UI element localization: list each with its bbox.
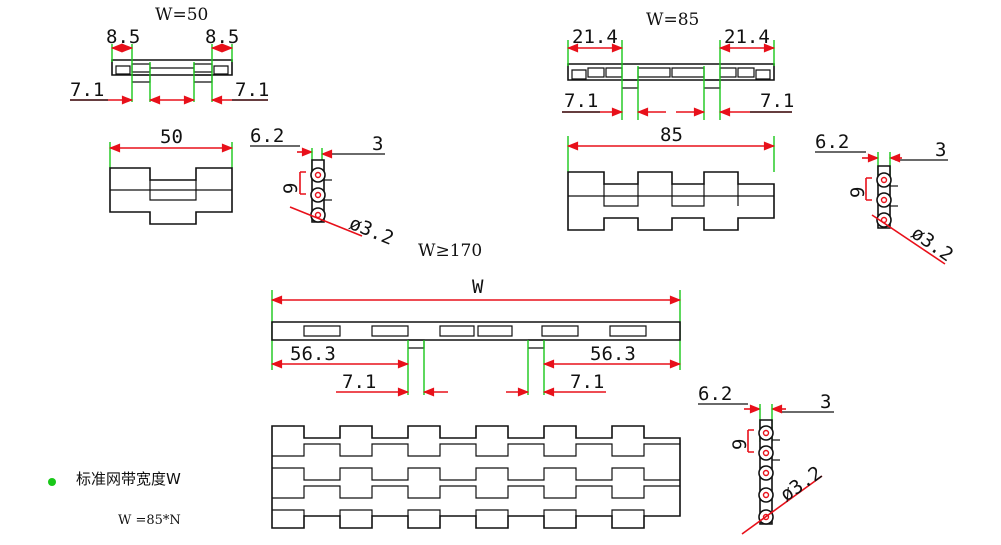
module-w85-dim-right-top: 21.4 [724, 26, 770, 48]
module-w85-dimensions [562, 43, 792, 117]
module-w50-dim-left-top: 8.5 [106, 26, 140, 48]
module-w50-dimensions [70, 43, 268, 105]
module-w170-plan-view [271, 425, 681, 529]
side-view-2-hole-dia: ø3.2 [907, 222, 957, 266]
legend-label: 标准网带宽度W [76, 470, 181, 488]
module-w170-dim-width: W [472, 276, 484, 298]
module-w170-dim-right-mid: 56.3 [590, 343, 636, 365]
module-w85-dim-right-bottom: 7.1 [760, 90, 794, 112]
module-w50: W=50 [70, 5, 269, 225]
module-w85-dim-left-top: 21.4 [572, 26, 618, 48]
module-w170-top-view [271, 321, 681, 349]
side-view-1-hole-dia: ø3.2 [346, 212, 397, 250]
module-w85-plan-view [566, 136, 776, 231]
module-w170-dim-right-bottom: 7.1 [570, 371, 604, 393]
side-view-1-height: 9 [280, 183, 302, 194]
module-w85-dim-left-bottom: 7.1 [564, 90, 598, 112]
module-w170-title: W≥170 [418, 241, 482, 261]
module-w50-dim-width: 50 [160, 126, 183, 148]
side-view-2-pitch-left: 6.2 [815, 131, 849, 153]
side-view-2-height: 9 [847, 187, 869, 198]
module-w85: W=85 [562, 10, 794, 231]
legend: 标准网带宽度W W =85*N [48, 470, 181, 528]
side-view-1: 6.2 3 9 ø3.2 [250, 125, 397, 250]
module-w50-dim-right-top: 8.5 [205, 26, 239, 48]
module-w50-dim-right-bottom: 7.1 [235, 79, 269, 101]
side-view-3-height: 9 [729, 439, 751, 450]
side-view-1-pitch-left: 6.2 [250, 125, 284, 147]
module-w170-dim-left-mid: 56.3 [290, 343, 336, 365]
module-w85-dim-width: 85 [660, 124, 683, 146]
module-w50-dim-left-bottom: 7.1 [70, 79, 104, 101]
side-view-2-pitch-right: 3 [935, 139, 946, 161]
module-w85-top-view [567, 63, 775, 89]
module-w85-title: W=85 [646, 10, 699, 30]
module-w170-dim-left-bottom: 7.1 [342, 371, 376, 393]
module-w50-title: W=50 [155, 5, 208, 25]
side-view-3: 6.2 3 9 ø3.2 [698, 383, 834, 535]
module-w170: W≥170 W 56.3 56.3 7.1 7.1 [270, 241, 682, 529]
side-view-3-hole-dia: ø3.2 [776, 462, 826, 506]
module-w50-plan-view [108, 142, 234, 225]
legend-formula: W =85*N [118, 513, 181, 528]
legend-bullet-icon [48, 478, 56, 486]
side-view-3-pitch-right: 3 [820, 391, 831, 413]
side-view-2: 6.2 3 9 ø3.2 [815, 131, 957, 266]
module-w50-top-view [111, 59, 233, 83]
side-view-3-pitch-left: 6.2 [698, 383, 732, 405]
side-view-1-pitch-right: 3 [372, 133, 383, 155]
